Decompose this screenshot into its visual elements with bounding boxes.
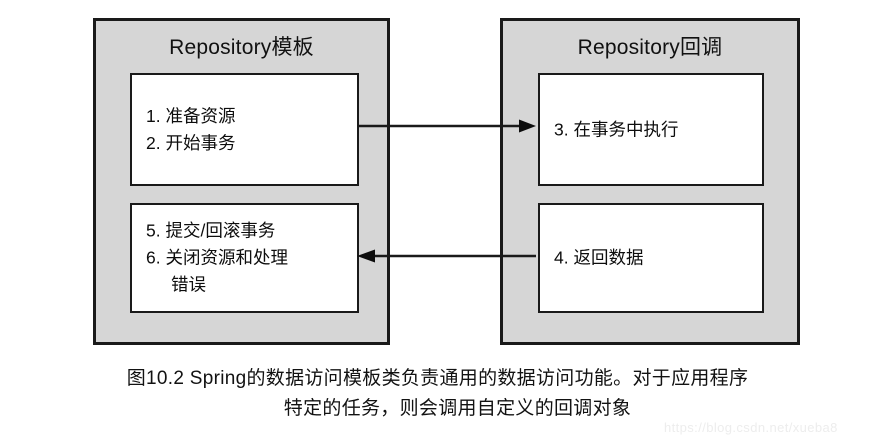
panel-title-repository-callback: Repository回调 bbox=[577, 36, 723, 59]
box-steps-1-2: 1. 准备资源 2. 开始事务 bbox=[130, 73, 359, 186]
caption-line-2: 特定的任务，则会调用自定义的回调对象 bbox=[283, 398, 632, 419]
step-line: 2. 开始事务 bbox=[146, 132, 236, 153]
step-line: 5. 提交/回滚事务 bbox=[146, 220, 276, 241]
caption-line-1: 图10.2 Spring的数据访问模板类负责通用的数据访问功能。对于应用程序 bbox=[126, 368, 749, 389]
step-line: 6. 关闭资源和处理 bbox=[146, 247, 288, 268]
step-line: 3. 在事务中执行 bbox=[554, 119, 679, 139]
box-step-3-text: 3. 在事务中执行 bbox=[554, 116, 754, 143]
step-line: 1. 准备资源 bbox=[146, 105, 236, 126]
box-step-4-text: 4. 返回数据 bbox=[554, 245, 754, 272]
panel-title-repository-template: Repository模板 bbox=[169, 36, 314, 59]
box-step-4: 4. 返回数据 bbox=[538, 203, 764, 313]
panel-repository-template: Repository模板 1. 准备资源 2. 开始事务 5. 提交/回滚事务 … bbox=[93, 18, 390, 345]
step-line: 4. 返回数据 bbox=[554, 247, 644, 268]
box-steps-5-6-text: 5. 提交/回滚事务 6. 关闭资源和处理 错误 bbox=[146, 218, 349, 299]
box-steps-5-6: 5. 提交/回滚事务 6. 关闭资源和处理 错误 bbox=[130, 203, 359, 313]
figure-caption: 图10.2 Spring的数据访问模板类负责通用的数据访问功能。对于应用程序 特… bbox=[0, 364, 875, 424]
step-line-continuation: 错误 bbox=[171, 274, 206, 295]
diagram-canvas: Repository模板 1. 准备资源 2. 开始事务 5. 提交/回滚事务 … bbox=[93, 18, 800, 345]
box-step-3: 3. 在事务中执行 bbox=[538, 73, 764, 186]
box-steps-1-2-text: 1. 准备资源 2. 开始事务 bbox=[146, 103, 349, 157]
panel-repository-callback: Repository回调 3. 在事务中执行 4. 返回数据 bbox=[500, 18, 800, 345]
watermark-text: https://blog.csdn.net/xueba8 bbox=[664, 420, 838, 435]
